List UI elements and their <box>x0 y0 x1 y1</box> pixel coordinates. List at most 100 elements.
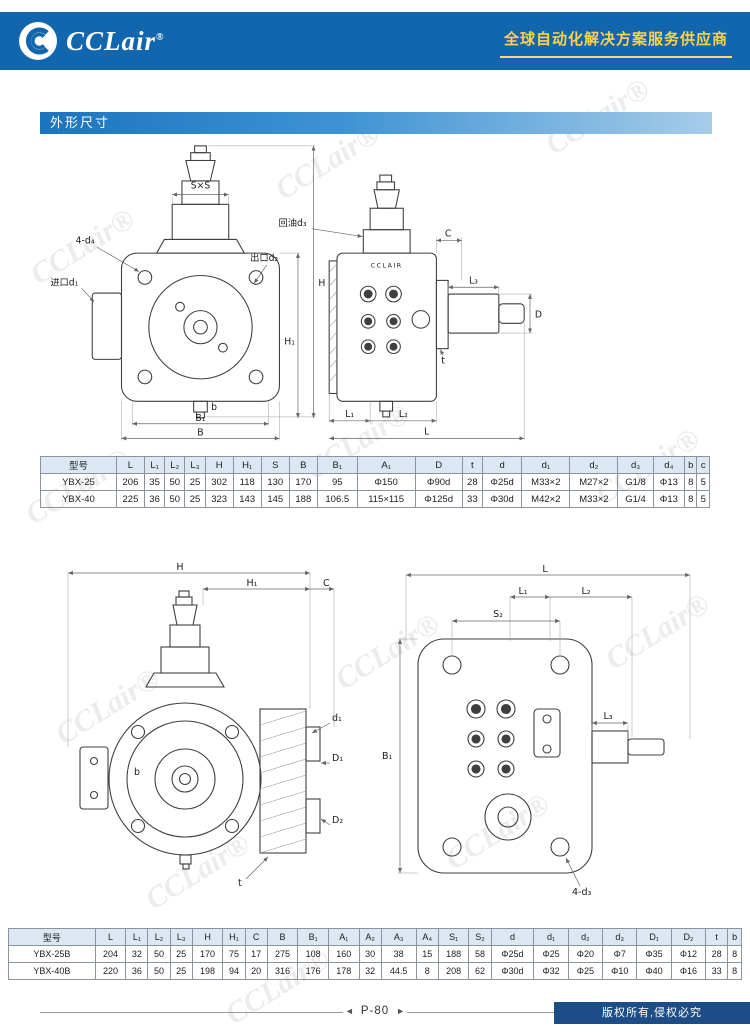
table-cell: 25 <box>184 473 206 491</box>
column-header: S₂ <box>468 928 492 946</box>
column-header: L₂ <box>164 456 186 474</box>
column-header: B <box>266 928 299 946</box>
page-navigation: ◄P-80► <box>0 1005 750 1017</box>
column-header: L <box>94 928 127 946</box>
column-header: D₁ <box>636 928 672 946</box>
column-header: B₁ <box>297 928 329 946</box>
dim-label-L: L <box>424 426 430 437</box>
column-header: A₂ <box>358 928 382 946</box>
column-header: d₃ <box>602 928 638 946</box>
table-cell: 75 <box>222 945 246 963</box>
column-header: d₁ <box>521 456 571 474</box>
column-header: L₁ <box>143 456 166 474</box>
column-header: L₁ <box>125 928 149 946</box>
dim-label-L: L <box>542 564 548 575</box>
column-header: t <box>705 928 729 946</box>
table-cell: 25 <box>169 945 193 963</box>
table-cell: 8 <box>727 962 742 980</box>
dim-label-L3: L₃ <box>469 275 478 286</box>
column-header: c <box>696 456 710 474</box>
column-header: d₃ <box>617 456 654 474</box>
next-page-icon: ► <box>394 1006 408 1016</box>
column-header: d₄ <box>652 456 686 474</box>
table-cell: 206 <box>115 473 145 491</box>
column-header: B <box>288 456 318 474</box>
dim-label-sxs: S×S <box>191 181 211 192</box>
table-cell: 220 <box>94 962 127 980</box>
table-cell: 50 <box>164 490 186 508</box>
table-cell: 316 <box>266 962 299 980</box>
table-cell: 204 <box>94 945 127 963</box>
table-cell: 58 <box>468 945 492 963</box>
pump-side-view <box>328 174 525 418</box>
table-cell: Φ25d <box>490 945 535 963</box>
table-cell: Φ150 <box>356 473 416 491</box>
table-cell: 28 <box>705 945 729 963</box>
table-cell: 33 <box>705 962 729 980</box>
dim-label-t: t <box>441 355 445 366</box>
table-cell: 36 <box>125 962 149 980</box>
column-header: H <box>191 928 224 946</box>
dim-label-inlet: 进口d₁ <box>50 277 78 288</box>
dimension-lines <box>81 145 533 441</box>
column-header: L₃ <box>184 456 206 474</box>
table-cell: 188 <box>288 490 318 508</box>
column-header: d₁ <box>533 928 569 946</box>
table-cell: 302 <box>204 473 234 491</box>
dim-label-b: b <box>134 767 140 778</box>
table-cell: Φ25d <box>481 473 523 491</box>
table-cell: 8 <box>684 490 698 508</box>
table-cell: 8 <box>727 945 742 963</box>
column-header: A₄ <box>415 928 439 946</box>
page-header-bar: CCLair® 全球自动化解决方案服务供应商 <box>0 12 750 70</box>
table-cell: 275 <box>266 945 299 963</box>
table-cell: Φ13 <box>652 473 686 491</box>
column-header: A₃ <box>380 928 417 946</box>
table-cell: Φ7 <box>602 945 638 963</box>
dim-label-H1: H₁ <box>247 578 258 589</box>
dim-label-C: C <box>445 229 451 240</box>
table-cell: 5 <box>696 473 710 491</box>
column-header: L₂ <box>147 928 171 946</box>
model-cell: YBX-40B <box>8 962 96 980</box>
dim-label-4d4: 4-d₄ <box>76 235 95 246</box>
dimension-lines <box>68 570 690 887</box>
table-cell: 25 <box>184 490 206 508</box>
table-cell: M27×2 <box>569 473 619 491</box>
table-cell: Φ25 <box>567 962 604 980</box>
table-cell: 170 <box>288 473 318 491</box>
table-cell: 198 <box>191 962 224 980</box>
table-cell: 32 <box>125 945 149 963</box>
pump-rear-view <box>417 638 665 874</box>
table-cell: 160 <box>327 945 360 963</box>
table-cell: Φ12 <box>670 945 707 963</box>
column-header: d <box>490 928 535 946</box>
column-header: C <box>244 928 268 946</box>
column-header: H₁ <box>222 928 246 946</box>
dim-label-return-oil: 回油d₃ <box>278 217 306 229</box>
column-header: B₁ <box>316 456 358 474</box>
table-cell: 95 <box>316 473 358 491</box>
dim-label-d1: d₁ <box>332 713 342 724</box>
column-header: t <box>461 456 483 474</box>
brand-logo: CCLair® <box>18 21 165 61</box>
table-cell: 20 <box>244 962 268 980</box>
header-tagline: 全球自动化解决方案服务供应商 <box>503 31 728 48</box>
table-cell: Φ25 <box>533 945 569 963</box>
table-cell: 108 <box>297 945 329 963</box>
dim-label-t: t <box>238 878 242 889</box>
dim-label-4d3: 4-d₃ <box>572 887 592 898</box>
column-header: D <box>414 456 463 474</box>
section-title-bar: 外形尺寸 <box>40 112 712 134</box>
table-cell: 208 <box>437 962 470 980</box>
registered-mark: ® <box>156 31 165 43</box>
prev-page-icon: ◄ <box>342 1006 356 1016</box>
table-cell: 106.5 <box>316 490 358 508</box>
table-cell: 38 <box>380 945 417 963</box>
